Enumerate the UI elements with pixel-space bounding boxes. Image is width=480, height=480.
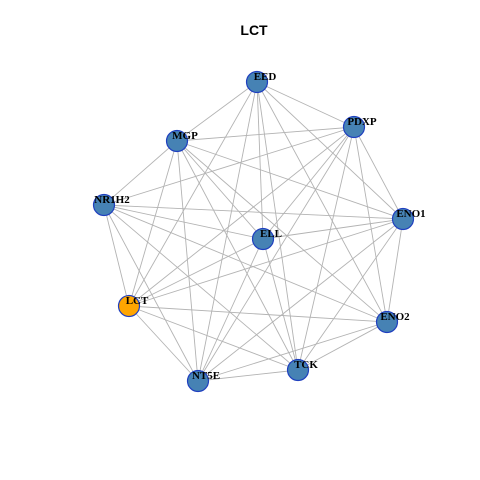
node-circle-pdxp	[342, 115, 366, 139]
node-circle-eno2	[375, 310, 399, 334]
edge-ell-tck	[262, 238, 299, 371]
node-label-eed: EED	[254, 71, 277, 83]
edge-pdxp-ell	[262, 126, 355, 240]
edge-eed-eno2	[256, 81, 388, 323]
node-nt5e: NT5E	[186, 369, 220, 393]
edge-eed-eno1	[256, 81, 404, 220]
node-circle-eno1	[391, 207, 415, 231]
edge-tck-nt5e	[197, 369, 299, 382]
edge-eno1-tck	[297, 218, 404, 371]
edge-eed-lct	[128, 81, 258, 307]
edge-lct-eno2	[128, 305, 388, 323]
edge-nr1h2-eno1	[103, 204, 404, 220]
edge-nr1h2-ell	[103, 204, 264, 240]
node-pdxp: PDXP	[342, 115, 377, 139]
edge-eno1-ell	[262, 218, 404, 240]
node-circle-nt5e	[186, 369, 210, 393]
node-circle-lct	[117, 294, 141, 318]
node-circle-nr1h2	[92, 193, 116, 217]
node-label-nr1h2: NR1H2	[94, 194, 130, 206]
node-eno1: ENO1	[391, 207, 426, 231]
edge-eno1-lct	[128, 218, 404, 307]
edge-layer	[103, 81, 404, 382]
edge-nr1h2-lct	[103, 204, 130, 307]
edge-pdxp-eno1	[353, 126, 404, 220]
node-label-eno2: ENO2	[380, 311, 410, 323]
node-eed: EED	[245, 70, 277, 94]
edge-pdxp-mgp	[176, 126, 355, 142]
edge-mgp-ell	[176, 140, 264, 240]
diagram-title: LCT	[240, 22, 268, 38]
edge-pdxp-eno2	[353, 126, 388, 323]
edge-ell-lct	[128, 238, 264, 307]
edge-nr1h2-tck	[103, 204, 299, 371]
node-eno2: ENO2	[375, 310, 410, 334]
edge-eno2-nt5e	[197, 321, 388, 382]
edge-eno2-tck	[297, 321, 388, 371]
edge-mgp-nt5e	[176, 140, 199, 382]
node-mgp: MGP	[165, 129, 198, 153]
edge-lct-nt5e	[128, 305, 199, 382]
edge-pdxp-tck	[297, 126, 355, 371]
node-label-pdxp: PDXP	[347, 116, 377, 128]
node-label-nt5e: NT5E	[192, 370, 220, 382]
edge-ell-nt5e	[197, 238, 264, 382]
edge-mgp-tck	[176, 140, 299, 371]
edge-eed-pdxp	[256, 81, 355, 128]
edge-eno1-nt5e	[197, 218, 404, 382]
node-nr1h2: NR1H2	[92, 193, 130, 217]
edge-nr1h2-eno2	[103, 204, 388, 323]
node-circle-mgp	[165, 129, 189, 153]
node-lct: LCT	[117, 294, 149, 318]
edge-pdxp-lct	[128, 126, 355, 307]
node-label-lct: LCT	[126, 295, 149, 307]
edge-mgp-eno1	[176, 140, 404, 220]
edge-eed-mgp	[176, 81, 258, 142]
edge-mgp-nr1h2	[103, 140, 178, 206]
edge-eed-tck	[256, 81, 299, 371]
node-circle-tck	[286, 358, 310, 382]
node-tck: TCK	[286, 358, 318, 382]
node-circle-eed	[245, 70, 269, 94]
node-label-tck: TCK	[294, 359, 318, 371]
edge-lct-tck	[128, 305, 299, 371]
node-label-ell: ELL	[260, 228, 282, 240]
node-label-eno1: ENO1	[396, 208, 425, 220]
node-label-mgp: MGP	[172, 130, 198, 142]
node-circle-ell	[251, 227, 275, 251]
edge-nr1h2-nt5e	[103, 204, 199, 382]
edge-pdxp-nt5e	[197, 126, 355, 382]
edge-pdxp-nr1h2	[103, 126, 355, 206]
node-ell: ELL	[251, 227, 282, 251]
edge-mgp-lct	[128, 140, 178, 307]
edge-eno1-eno2	[386, 218, 404, 323]
